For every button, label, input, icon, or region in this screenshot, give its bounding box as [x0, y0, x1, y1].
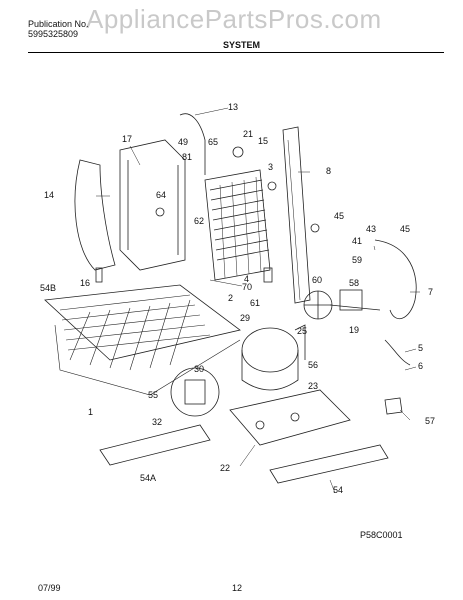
callout-14: 14	[44, 190, 54, 200]
callout-25: 25	[297, 326, 307, 336]
relay-detail-inset	[170, 367, 220, 417]
leader-lines	[96, 107, 420, 494]
callout-5: 5	[418, 343, 423, 353]
fan-hub	[304, 291, 332, 319]
base-grille	[54, 294, 241, 396]
callout-64: 64	[156, 190, 166, 200]
insulation-panel	[74, 159, 116, 271]
footer-date: 07/99	[38, 583, 61, 593]
callout-15: 15	[258, 136, 268, 146]
drain-pan	[44, 284, 241, 361]
compressor-body	[241, 350, 299, 391]
callout-16: 16	[80, 278, 90, 288]
start-relay	[184, 379, 206, 405]
callout-54: 54	[333, 485, 343, 495]
defrost-thermostat	[155, 207, 165, 217]
screw	[310, 223, 320, 233]
callout-23: 23	[308, 381, 318, 391]
callout-labels: 13 17 49 65 21 15 8 81 3 64 14 62 45 43 …	[40, 102, 435, 495]
footer-page-number: 12	[232, 583, 243, 593]
screw	[267, 181, 277, 191]
callout-55: 55	[148, 390, 158, 400]
drain-tube	[263, 267, 273, 283]
clip	[95, 267, 103, 283]
callout-43: 43	[366, 224, 376, 234]
callout-17: 17	[122, 134, 132, 144]
fan-motor	[339, 289, 363, 311]
callout-1: 1	[88, 407, 93, 417]
callout-54A: 54A	[140, 473, 156, 483]
side-rail-right	[269, 444, 389, 484]
compressor-tubing	[294, 324, 306, 360]
callout-22: 22	[220, 463, 230, 473]
callout-57: 57	[425, 416, 435, 426]
callout-4: 4	[244, 274, 249, 284]
callout-41: 41	[352, 236, 362, 246]
callout-2: 2	[228, 293, 233, 303]
figure-code: P58C0001	[360, 530, 403, 540]
evaporator-cover	[119, 139, 186, 271]
callout-61: 61	[250, 298, 260, 308]
evaporator-cover-edges	[127, 160, 179, 255]
grommet	[290, 412, 300, 422]
watermark: AppliancePartsPros.com	[86, 4, 382, 34]
wire-harness	[384, 339, 411, 366]
callout-30: 30	[194, 364, 204, 374]
clip	[232, 146, 244, 158]
air-duct-edge	[287, 139, 301, 301]
callout-62: 62	[194, 216, 204, 226]
callout-60: 60	[312, 275, 322, 285]
header-rule	[28, 52, 444, 53]
bracket	[384, 397, 403, 415]
publication-label: Publication No.	[28, 19, 89, 29]
callout-8: 8	[326, 166, 331, 176]
callout-45-upper: 45	[334, 211, 344, 221]
callout-58: 58	[349, 278, 359, 288]
callout-49: 49	[178, 137, 188, 147]
capillary-tube	[179, 113, 206, 175]
condenser-coil	[204, 169, 271, 281]
compressor-base-plate	[229, 389, 351, 446]
callout-54B: 54B	[40, 283, 56, 293]
callout-59: 59	[352, 255, 362, 265]
callout-13: 13	[228, 102, 238, 112]
callout-29: 29	[240, 313, 250, 323]
callout-21: 21	[243, 129, 253, 139]
grommet	[255, 420, 265, 430]
fan-shaft	[329, 304, 381, 311]
power-cord	[374, 239, 417, 320]
callout-19: 19	[349, 325, 359, 335]
callout-3: 3	[268, 162, 273, 172]
air-duct-channel	[282, 126, 311, 304]
callout-6: 6	[418, 361, 423, 371]
callout-7: 7	[428, 287, 433, 297]
section-title: SYSTEM	[223, 40, 261, 50]
callout-81: 81	[182, 152, 192, 162]
callout-56: 56	[308, 360, 318, 370]
compressor	[241, 327, 299, 373]
callout-32: 32	[152, 417, 162, 427]
callout-65: 65	[208, 137, 218, 147]
callout-45-right: 45	[400, 224, 410, 234]
side-rail-left	[99, 424, 211, 466]
callout-70: 70	[242, 282, 252, 292]
publication-number: 5995325809	[28, 29, 79, 39]
